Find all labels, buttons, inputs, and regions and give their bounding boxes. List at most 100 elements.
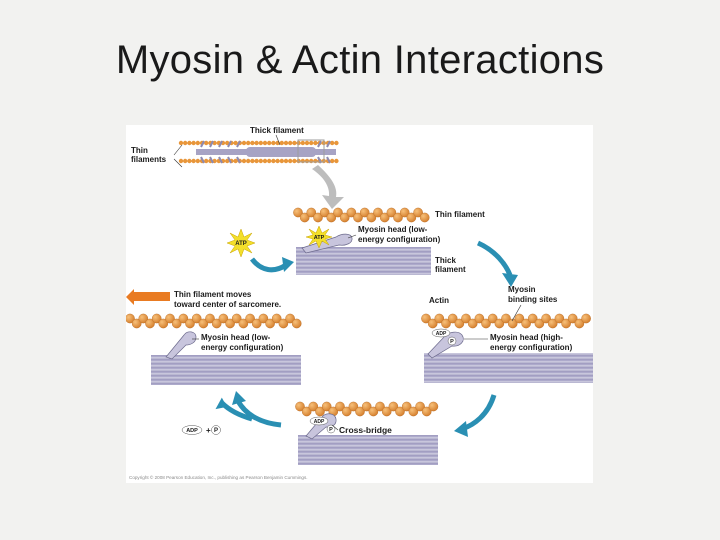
label-actin: Actin <box>429 296 449 305</box>
actin-bead <box>381 406 392 417</box>
label-myosin-head-step4-l2: energy configuration) <box>201 343 284 352</box>
actin-bead <box>321 401 332 412</box>
actin-bead <box>419 212 430 223</box>
actin-bead <box>366 212 377 223</box>
actin-bead-overview <box>267 140 272 146</box>
actin-bead <box>501 313 511 324</box>
actin-bead <box>368 406 379 417</box>
actin-bead-overview <box>191 140 196 146</box>
actin-bead <box>355 406 365 417</box>
actin-bead-overview <box>233 158 238 164</box>
actin-bead <box>574 318 585 329</box>
step2-panel: ADP P Actin Myosin binding sites Myosin … <box>421 285 593 383</box>
myosin-head-overview <box>200 140 205 148</box>
actin-bead-overview <box>250 158 255 164</box>
actin-bead <box>567 313 578 324</box>
label-binding-sites-l1: Myosin <box>508 285 536 294</box>
svg-text:+: + <box>206 426 211 435</box>
actin-bead <box>245 313 255 324</box>
actin-bead-overview <box>334 140 339 146</box>
actin-bead-overview <box>330 140 335 146</box>
actin-bead-overview <box>313 140 318 146</box>
actin-bead <box>271 313 282 324</box>
actin-bead-overview <box>246 140 251 146</box>
actin-bead <box>278 318 289 329</box>
actin-bead-overview <box>292 158 297 164</box>
actin-bead <box>295 401 305 412</box>
actin-bead-overview <box>262 140 268 146</box>
myosin-head-overview <box>209 140 214 148</box>
actin-bead-overview <box>309 158 314 164</box>
actin-bead <box>541 313 551 324</box>
actin-bead-overview <box>304 158 310 164</box>
actin-bead-overview <box>195 158 200 164</box>
slide-title: Myosin & Actin Interactions <box>115 38 605 82</box>
svg-text:ADP: ADP <box>314 419 325 425</box>
actin-bead <box>441 318 451 329</box>
actin-bead <box>427 318 438 329</box>
actin-bead-overview <box>241 158 247 164</box>
actin-bead <box>265 318 275 329</box>
cross-bridge-cycle-figure: Thick filament Thin filaments ATP Thin f… <box>126 125 593 483</box>
actin-bead <box>335 401 345 412</box>
actin-bead-overview <box>279 140 284 146</box>
actin-bead <box>474 313 485 324</box>
myosin-head-overview <box>326 140 331 148</box>
actin-bead <box>178 313 189 324</box>
actin-bead <box>415 401 425 412</box>
actin-bead <box>386 207 397 218</box>
cycle-arrow-atp-binding <box>250 257 288 273</box>
actin-bead <box>145 318 155 329</box>
actin-bead <box>413 207 423 218</box>
actin-bead <box>299 212 310 223</box>
actin-bead <box>521 318 531 329</box>
actin-bead <box>547 318 558 329</box>
actin-bead <box>481 318 491 329</box>
actin-bead-overview <box>258 140 263 146</box>
myosin-head-overview <box>236 156 241 164</box>
actin-bead <box>527 313 538 324</box>
actin-bead <box>361 401 372 412</box>
actin-bead <box>218 313 229 324</box>
myosin-head-overview <box>218 156 223 164</box>
actin-bead <box>313 212 323 223</box>
svg-text:ADP: ADP <box>436 331 447 337</box>
actin-bead <box>461 313 471 324</box>
actin-bead-overview <box>258 158 263 164</box>
label-thick-filament-step1-l1: Thick <box>435 256 456 265</box>
actin-bead-overview <box>178 158 184 164</box>
myosin-head-overview <box>218 140 223 148</box>
actin-bead <box>319 207 330 218</box>
actin-bead-overview <box>254 158 259 164</box>
actin-bead <box>131 318 142 329</box>
actin-bead-overview <box>250 140 255 146</box>
actin-bead <box>126 313 135 324</box>
actin-bead <box>467 318 478 329</box>
actin-bead-overview <box>204 140 209 146</box>
actin-bead-overview <box>309 140 314 146</box>
actin-bead <box>171 318 182 329</box>
actin-bead-overview <box>267 158 272 164</box>
actin-bead <box>428 401 439 412</box>
actin-bead <box>151 313 162 324</box>
actin-bead-overview <box>204 158 209 164</box>
actin-bead <box>293 207 303 218</box>
actin-bead-overview <box>296 140 301 146</box>
actin-bead <box>514 313 525 324</box>
label-thin-filament-step1: Thin filament <box>435 210 485 219</box>
actin-bead <box>225 318 235 329</box>
label-thin-line2: filaments <box>131 155 167 164</box>
actin-bead-overview <box>334 158 339 164</box>
actin-bead <box>393 212 403 223</box>
actin-bead-overview <box>292 140 297 146</box>
thick-filament-core-overview <box>196 149 336 155</box>
actin-bead-overview <box>288 140 293 146</box>
svg-text:P: P <box>450 339 454 345</box>
actin-bead-overview <box>330 158 335 164</box>
actin-bead-overview <box>225 140 230 146</box>
actin-bead <box>158 318 169 329</box>
released-adp-pi: ADP + P <box>181 425 221 435</box>
actin-bead <box>507 318 518 329</box>
actin-bead <box>339 212 350 223</box>
svg-text:ATP: ATP <box>314 235 325 241</box>
